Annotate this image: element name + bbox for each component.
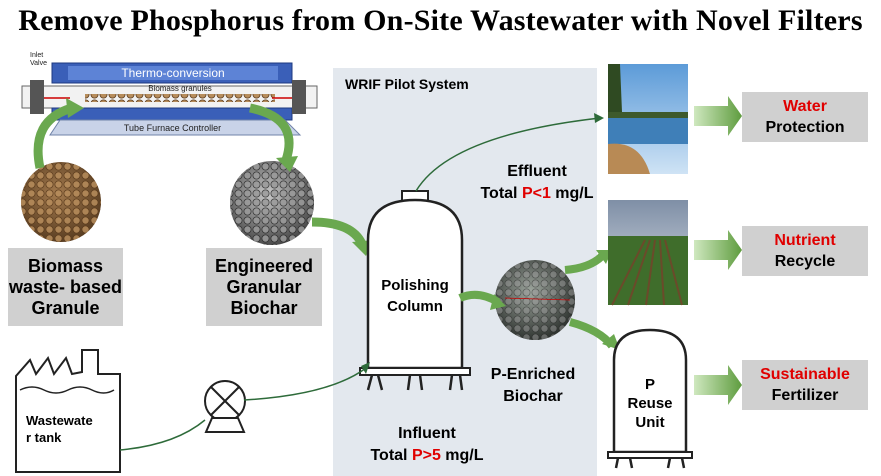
thermo-conversion-label: Thermo-conversion — [121, 66, 225, 80]
arrow-to-fertilizer — [694, 365, 742, 405]
pump-icon — [204, 380, 246, 433]
tube-furnace — [21, 62, 318, 136]
lake-photo — [608, 64, 688, 174]
panel-title: WRIF Pilot System — [345, 76, 469, 92]
biomass-granules-label: Biomass granules — [148, 84, 212, 93]
wastewater-tank-building — [15, 349, 121, 473]
influent-line-1 — [119, 419, 206, 451]
arrow-to-water-protection — [694, 96, 742, 136]
effluent-line — [415, 117, 601, 192]
reuse-unit-vessel — [607, 328, 693, 469]
crop-field-photo — [608, 200, 688, 306]
arrow-granule-to-furnace — [33, 103, 74, 169]
arrow-biochar-to-column — [311, 217, 367, 247]
page-title: Remove Phosphorus from On-Site Wastewate… — [18, 4, 863, 37]
influent-line-2 — [243, 367, 367, 401]
arrow-to-nutrient-recycle — [694, 230, 742, 270]
polishing-column-vessel — [359, 190, 471, 391]
furnace-controller-label: Tube Furnace Controller — [123, 123, 222, 133]
arrow-furnace-to-biochar — [249, 103, 294, 162]
